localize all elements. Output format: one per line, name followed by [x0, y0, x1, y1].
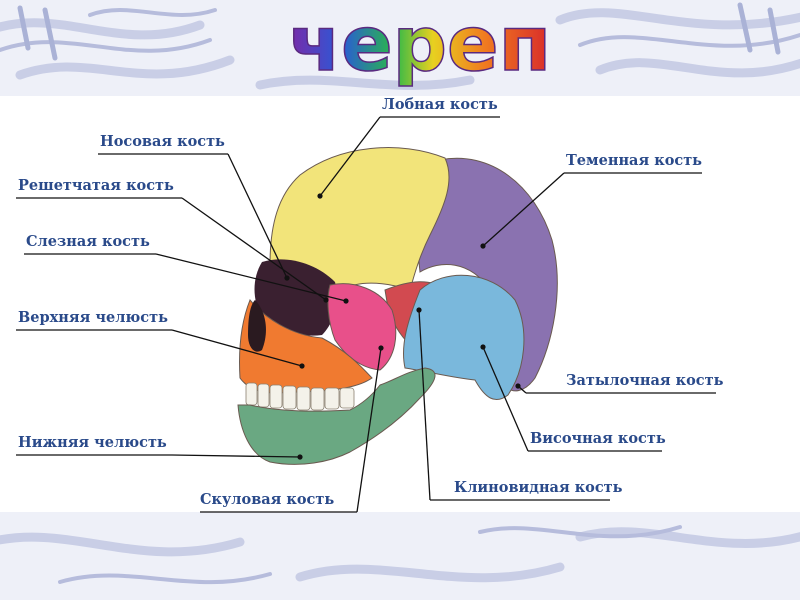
label-parietal-bone: Теменная кость [566, 152, 703, 169]
label-frontal-bone: Лобная кость [382, 96, 498, 113]
label-maxilla: Верхняя челюсть [18, 309, 168, 326]
pointer-ethmoid [181, 197, 327, 301]
decorative-swirl-top [0, 0, 800, 96]
mandible-bone [237, 367, 436, 465]
label-ethmoid-bone: Решетчатая кость [18, 177, 174, 194]
anchor-dot-frontal [317, 193, 323, 199]
pointer-zygomatic [356, 347, 382, 513]
pointer-parietal [482, 172, 565, 247]
label-lacrimal-bone: Слезная кость [26, 233, 150, 250]
leader-lines [16, 116, 716, 513]
pointer-mandible [171, 454, 301, 458]
title-banner: череп череп [288, 0, 552, 89]
anchor-dot-nasal [284, 275, 290, 281]
label-mandible: Нижняя челюсть [18, 434, 167, 451]
pointer-lacrimal [155, 253, 347, 302]
anchor-dot-occipital [515, 383, 521, 389]
temporal-bone [402, 274, 525, 400]
anchor-dot-maxilla [299, 363, 305, 369]
page-title: череп [289, 0, 551, 88]
pointer-nasal [227, 153, 288, 279]
label-sphenoid-bone: Клиновидная кость [454, 479, 623, 496]
anchor-dot-zygomatic [378, 345, 384, 351]
anchor-dot-ethmoid [323, 297, 329, 303]
label-temporal-bone: Височная кость [530, 430, 666, 447]
label-nasal-bone: Носовая кость [100, 133, 225, 150]
pointer-sphenoid [418, 309, 431, 501]
pointer-frontal [319, 116, 381, 197]
label-zygomatic-bone: Скуловая кость [200, 491, 335, 508]
anchor-dot-parietal [480, 243, 486, 249]
decorative-swirl-bottom [0, 512, 800, 600]
nasal-cavity [248, 300, 266, 352]
anchor-dot-lacrimal [343, 298, 349, 304]
pointer-temporal [482, 346, 529, 452]
anchor-dot-temporal [480, 344, 486, 350]
orbit [254, 259, 337, 336]
anchor-dot-mandible [297, 454, 303, 460]
pointer-maxilla [171, 329, 303, 367]
anchor-dot-sphenoid [416, 307, 422, 313]
teeth [245, 382, 355, 411]
label-occipital-bone: Затылочная кость [566, 372, 724, 389]
